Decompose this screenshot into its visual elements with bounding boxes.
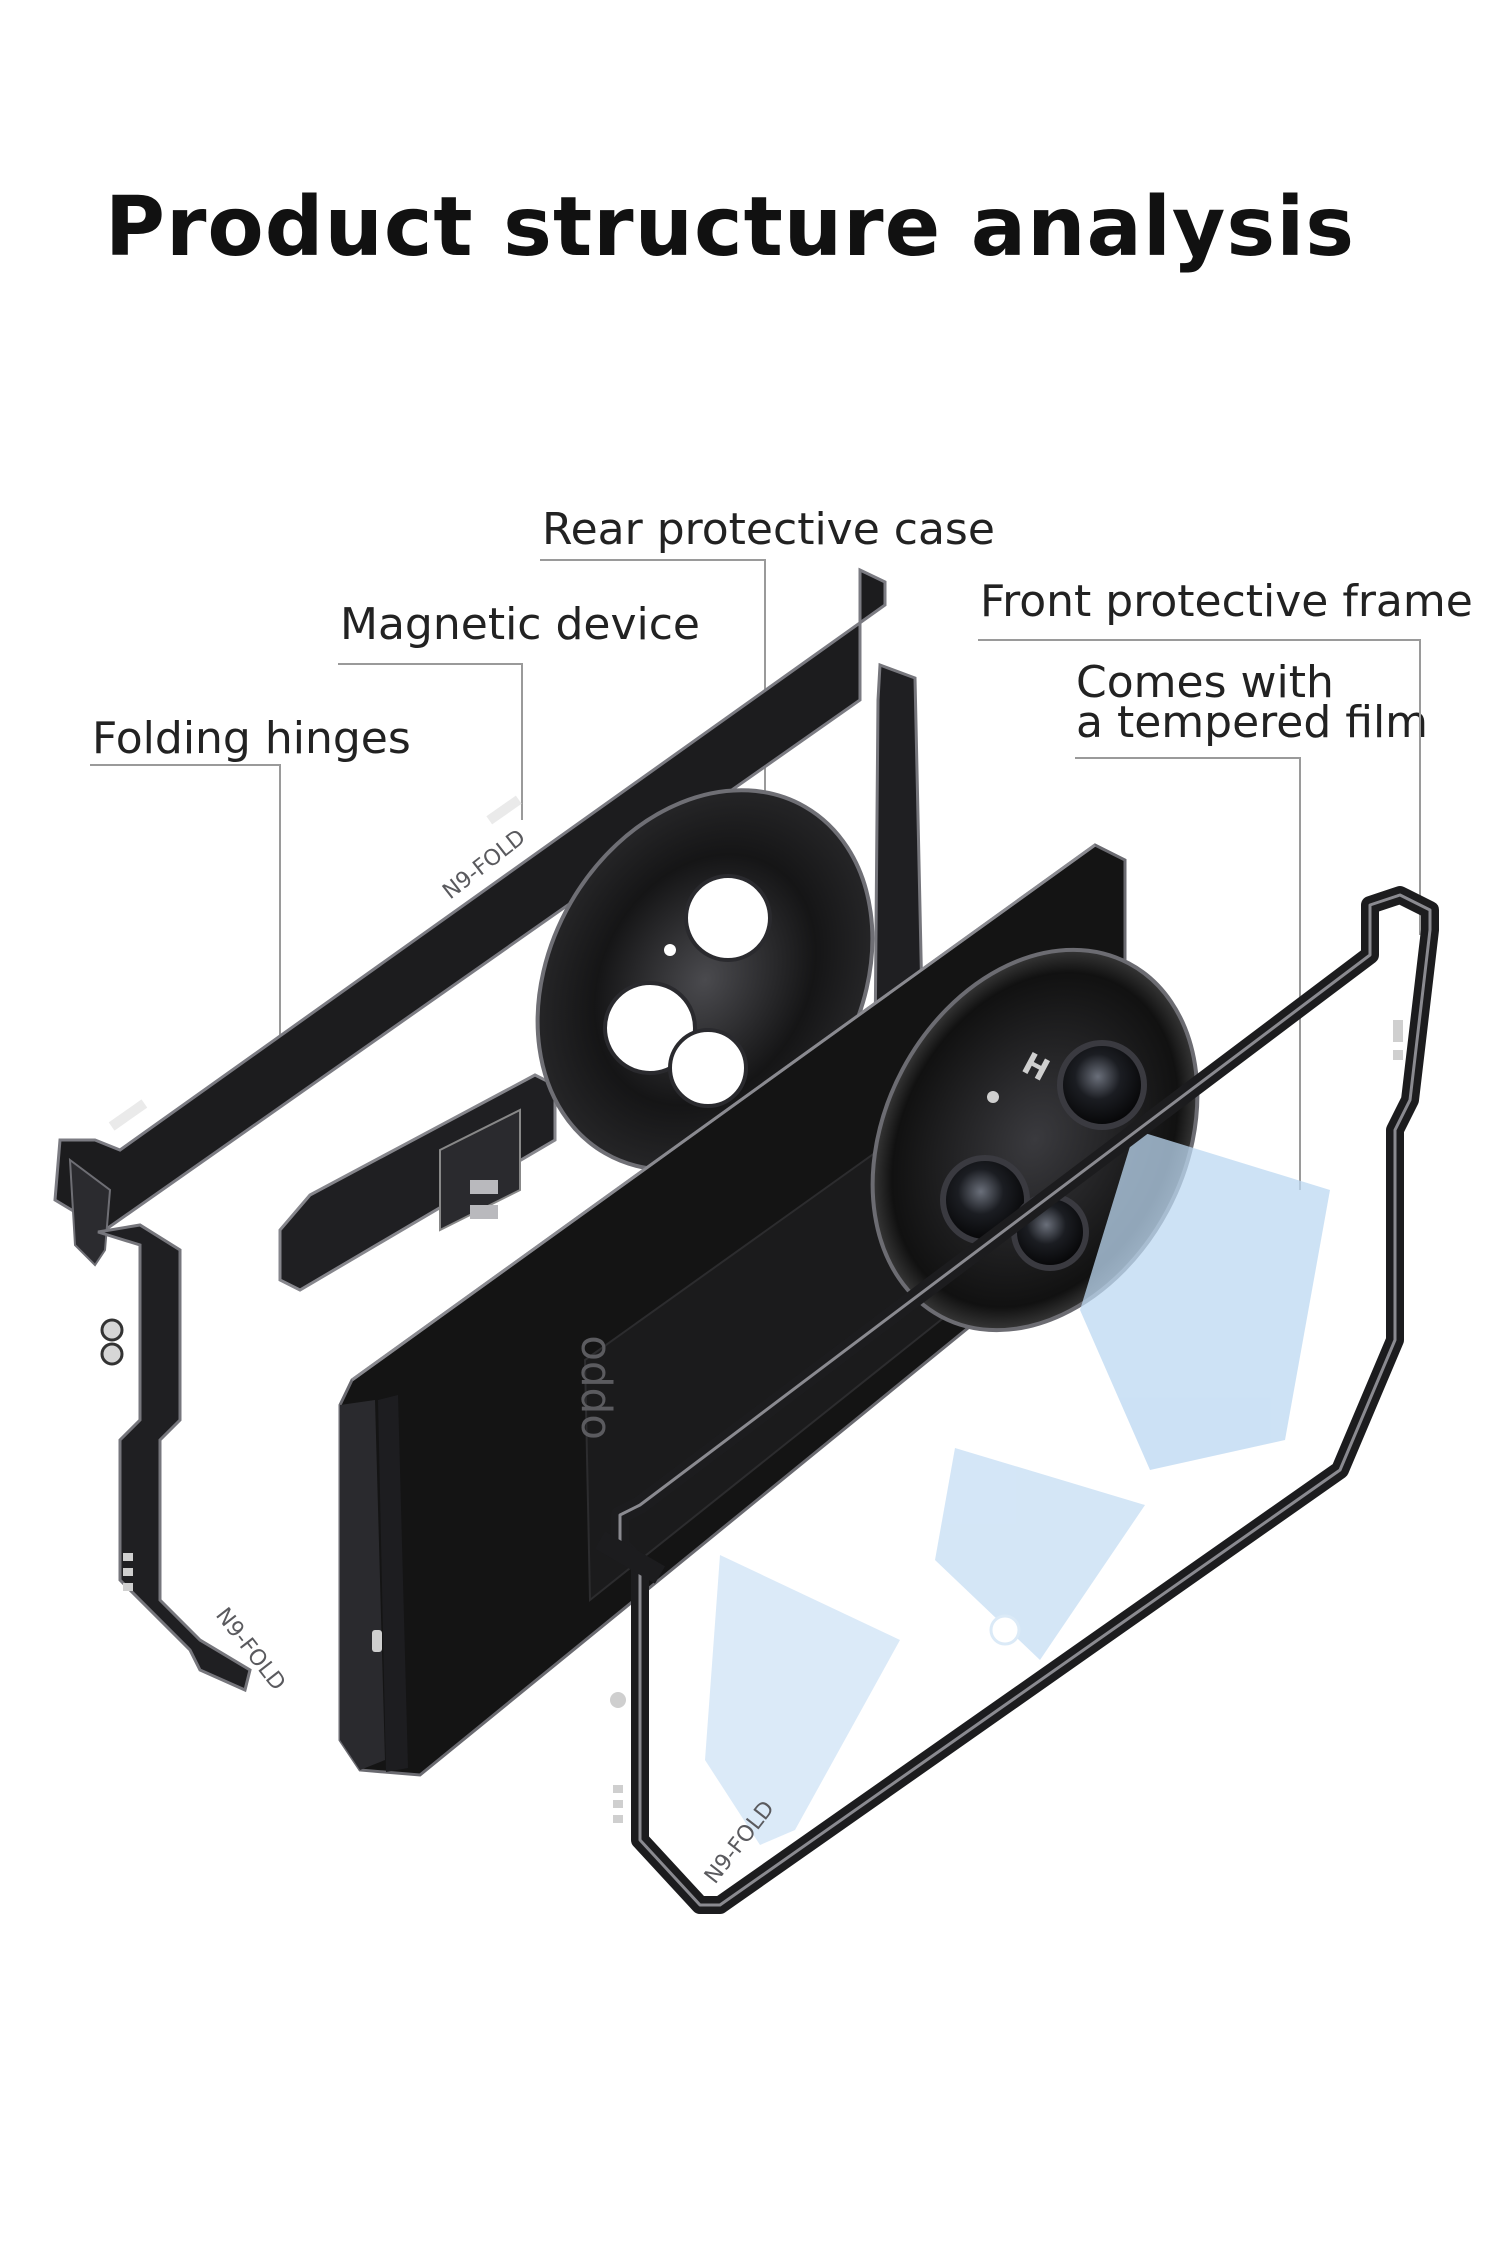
leader-hinges bbox=[90, 764, 281, 1055]
leader-lines bbox=[90, 559, 1421, 1190]
page-title: Product structure analysis bbox=[104, 180, 1356, 275]
label-rear-protective-case: Rear protective case bbox=[542, 504, 995, 555]
leader-rear-case bbox=[540, 559, 766, 885]
label-tempered-film: Comes with a tempered film bbox=[1076, 657, 1429, 748]
leader-film bbox=[1075, 757, 1301, 1190]
label-magnetic-device: Magnetic device bbox=[340, 599, 700, 650]
phone-brand-logo: oppo bbox=[566, 1335, 615, 1440]
tempered-film bbox=[705, 1130, 1330, 1845]
label-front-protective-frame: Front protective frame bbox=[980, 576, 1473, 627]
leader-magnetic bbox=[338, 663, 523, 820]
rear-case-engraving-lower: N9-FOLD bbox=[210, 1603, 290, 1695]
label-tempered-film-line1: Comes with bbox=[1076, 657, 1334, 708]
folding-hinge-piece bbox=[278, 1073, 557, 1292]
label-folding-hinges: Folding hinges bbox=[92, 713, 411, 764]
label-tempered-film-line2: a tempered film bbox=[1076, 697, 1429, 748]
leader-front-frame bbox=[978, 639, 1421, 935]
